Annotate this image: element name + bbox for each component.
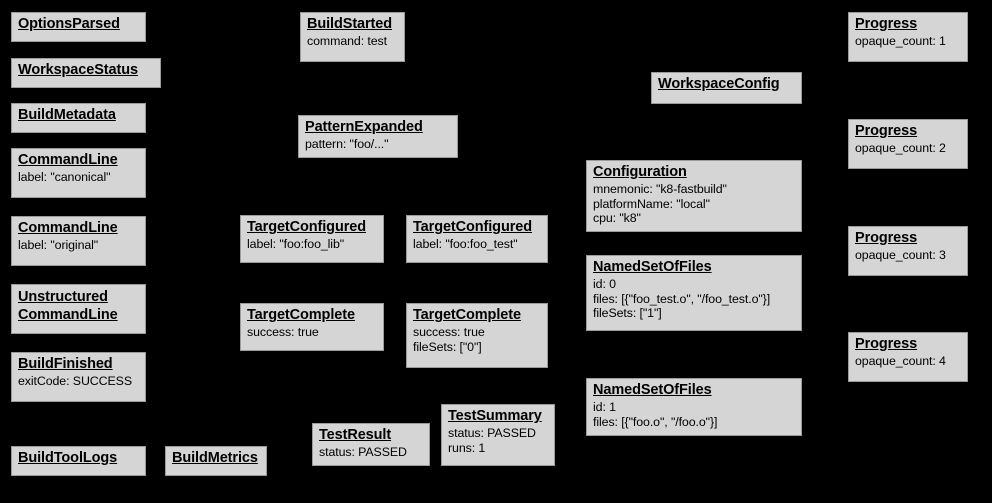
- event-node-field: label: "original": [18, 238, 99, 253]
- event-node-build-metrics[interactable]: BuildMetrics: [165, 446, 267, 476]
- event-node-title: Progress: [855, 230, 918, 246]
- event-node-title: TargetComplete: [413, 307, 521, 323]
- event-node-title: BuildToolLogs: [18, 450, 118, 466]
- event-node-title: TargetConfigured: [247, 219, 366, 235]
- event-node-title: NamedSetOfFiles: [593, 259, 712, 275]
- event-node-progress-1[interactable]: Progress opaque_count: 1: [848, 12, 968, 62]
- event-node-title: Progress: [855, 123, 918, 139]
- event-node-title: PatternExpanded: [305, 119, 423, 135]
- event-node-build-finished[interactable]: BuildFinished exitCode: SUCCESS: [11, 352, 146, 402]
- event-node-title: BuildMetrics: [172, 450, 258, 466]
- event-node-test-result[interactable]: TestResult status: PASSED: [312, 423, 430, 466]
- event-node-target-configured-foo-test[interactable]: TargetConfigured label: "foo:foo_test": [406, 215, 548, 263]
- event-node-fields: label: "foo:foo_test": [413, 237, 541, 252]
- event-node-title: CommandLine: [18, 152, 118, 168]
- event-node-target-complete-lib[interactable]: TargetComplete success: true: [240, 303, 384, 351]
- event-node-field: platformName: "local": [593, 196, 710, 211]
- event-node-fields: success: true: [247, 325, 377, 340]
- event-node-fields: pattern: "foo/...": [305, 137, 451, 152]
- event-node-progress-4[interactable]: Progress opaque_count: 4: [848, 332, 968, 382]
- event-node-fields: opaque_count: 2: [855, 141, 961, 156]
- event-node-title: BuildStarted: [307, 16, 393, 32]
- event-node-fields: status: PASSED: [319, 445, 423, 460]
- event-node-title: WorkspaceConfig: [658, 76, 780, 92]
- event-node-title: OptionsParsed: [18, 16, 120, 32]
- event-node-progress-3[interactable]: Progress opaque_count: 3: [848, 226, 968, 276]
- event-node-field: label: "canonical": [18, 170, 111, 185]
- event-node-workspace-config[interactable]: WorkspaceConfig: [651, 72, 802, 104]
- event-node-field: fileSets: ["0"]: [413, 339, 482, 354]
- event-node-pattern-expanded[interactable]: PatternExpanded pattern: "foo/...": [298, 115, 458, 158]
- event-node-fields: opaque_count: 1: [855, 34, 961, 49]
- event-node-configuration[interactable]: Configuration mnemonic: "k8-fastbuild"pla…: [586, 160, 802, 232]
- event-node-fields: label: "foo:foo_lib": [247, 237, 377, 252]
- event-node-build-started[interactable]: BuildStarted command: test: [300, 12, 405, 62]
- event-node-progress-2[interactable]: Progress opaque_count: 2: [848, 119, 968, 169]
- event-node-field: status: PASSED: [448, 426, 536, 441]
- event-node-fields: mnemonic: "k8-fastbuild"platformName: "l…: [593, 182, 795, 226]
- event-node-fields: opaque_count: 3: [855, 248, 961, 263]
- event-node-target-configured-foo-lib[interactable]: TargetConfigured label: "foo:foo_lib": [240, 215, 384, 263]
- event-node-unstructured-command-line[interactable]: Unstructured CommandLine: [11, 284, 146, 334]
- event-node-field: id: 1: [593, 400, 616, 415]
- event-node-title: TestSummary: [448, 408, 542, 424]
- event-node-title: TestResult: [319, 427, 392, 443]
- event-node-options-parsed[interactable]: OptionsParsed: [11, 12, 146, 42]
- event-node-title: BuildMetadata: [18, 107, 116, 123]
- event-node-title: TargetConfigured: [413, 219, 532, 235]
- event-node-fields: command: test: [307, 34, 398, 49]
- event-node-build-tool-logs[interactable]: BuildToolLogs: [11, 446, 146, 476]
- event-node-title: WorkspaceStatus: [18, 62, 138, 78]
- event-node-field: command: test: [307, 34, 387, 49]
- event-node-field: runs: 1: [448, 440, 486, 455]
- event-node-fields: label: "canonical": [18, 170, 139, 185]
- event-node-field: cpu: "k8": [593, 211, 641, 226]
- event-node-field: success: true: [247, 325, 319, 340]
- event-node-field: exitCode: SUCCESS: [18, 374, 132, 389]
- event-node-title: CommandLine: [18, 220, 118, 236]
- event-node-field: mnemonic: "k8-fastbuild": [593, 182, 727, 197]
- event-node-command-line-canonical[interactable]: CommandLine label: "canonical": [11, 148, 146, 198]
- event-node-title: Configuration: [593, 164, 687, 180]
- event-node-field: opaque_count: 3: [855, 248, 946, 263]
- event-node-field: success: true: [413, 325, 485, 340]
- event-node-title: TargetComplete: [247, 307, 355, 323]
- event-node-field: id: 0: [593, 277, 616, 292]
- event-node-title: Progress: [855, 16, 918, 32]
- event-node-field: label: "foo:foo_lib": [247, 237, 345, 252]
- event-node-title: Unstructured CommandLine: [18, 289, 118, 324]
- event-node-field: fileSets: ["1"]: [593, 306, 662, 321]
- event-node-field: opaque_count: 4: [855, 354, 946, 369]
- event-node-title: Progress: [855, 336, 918, 352]
- event-node-field: label: "foo:foo_test": [413, 237, 518, 252]
- event-node-field: files: [{"foo_test.o", "/foo_test.o"}]: [593, 291, 771, 306]
- event-node-field: pattern: "foo/...": [305, 137, 389, 152]
- event-node-fields: label: "original": [18, 238, 139, 253]
- event-node-title: BuildFinished: [18, 356, 113, 372]
- event-node-title: NamedSetOfFiles: [593, 382, 712, 398]
- event-node-field: status: PASSED: [319, 445, 407, 460]
- event-node-field: files: [{"foo.o", "/foo.o"}]: [593, 414, 718, 429]
- event-node-field: opaque_count: 2: [855, 141, 946, 156]
- event-node-fields: exitCode: SUCCESS: [18, 374, 139, 389]
- event-node-fields: opaque_count: 4: [855, 354, 961, 369]
- event-node-workspace-status[interactable]: WorkspaceStatus: [11, 58, 161, 88]
- event-node-field: opaque_count: 1: [855, 34, 946, 49]
- event-node-build-metadata[interactable]: BuildMetadata: [11, 103, 146, 133]
- event-node-command-line-original[interactable]: CommandLine label: "original": [11, 216, 146, 266]
